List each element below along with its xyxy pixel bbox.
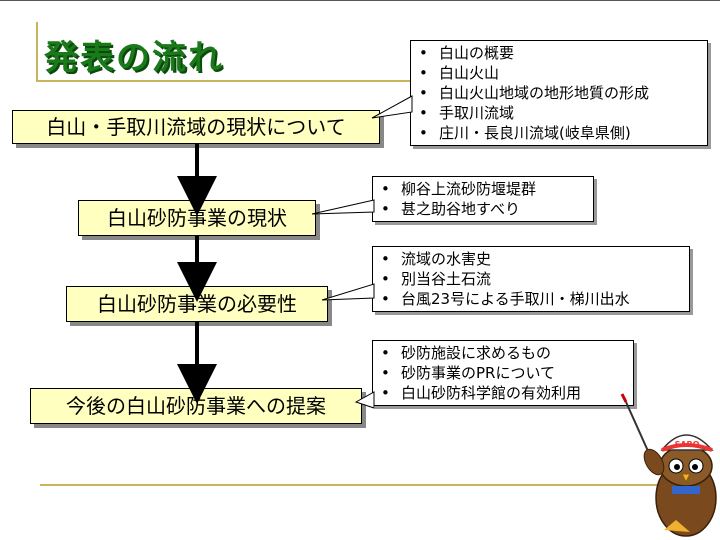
note-item: 流域の水害史 <box>381 249 681 269</box>
callout-connector-2 <box>311 199 375 215</box>
note-item: 砂防施設に求めるもの <box>381 343 625 363</box>
note-item: 白山火山 <box>419 63 699 83</box>
note-item: 手取川流域 <box>419 103 699 123</box>
callout-connector-1 <box>371 95 413 119</box>
note-item: 白山の概要 <box>419 43 699 63</box>
note-item: 別当谷土石流 <box>381 269 681 289</box>
footer-line <box>40 484 660 486</box>
note-box-4: 砂防施設に求めるもの 砂防事業のPRについて 白山砂防科学館の有効利用 <box>372 340 634 406</box>
note-box-3: 流域の水害史 別当谷土石流 台風23号による手取川・梯川出水 <box>372 246 690 312</box>
note-item: 柳谷上流砂防堰堤群 <box>381 179 585 199</box>
note-item: 砂防事業のPRについて <box>381 363 625 383</box>
note-item: 白山砂防科学館の有効利用 <box>381 383 625 403</box>
owl-mascot-icon: SABO <box>620 393 717 537</box>
note-item: 甚之助谷地すべり <box>381 199 585 219</box>
slide-title: 発表の流れ <box>44 38 224 78</box>
note-box-2: 柳谷上流砂防堰堤群 甚之助谷地すべり <box>372 176 594 222</box>
callout-connector-3 <box>321 283 375 301</box>
accent-horizontal-line <box>36 80 436 82</box>
callout-connector-4 <box>354 391 375 409</box>
accent-vertical-line <box>36 22 38 82</box>
note-item: 庄川・長良川流域(岐阜県側) <box>419 123 699 143</box>
sabo-badge: SABO <box>675 440 700 449</box>
note-box-1: 白山の概要 白山火山 白山火山地域の地形地質の形成 手取川流域 庄川・長良川流域… <box>410 40 708 146</box>
note-item: 台風23号による手取川・梯川出水 <box>381 289 681 309</box>
note-item: 白山火山地域の地形地質の形成 <box>419 83 699 103</box>
top-border <box>0 0 720 1</box>
step-box-1: 白山・手取川流域の現状について <box>12 110 380 144</box>
